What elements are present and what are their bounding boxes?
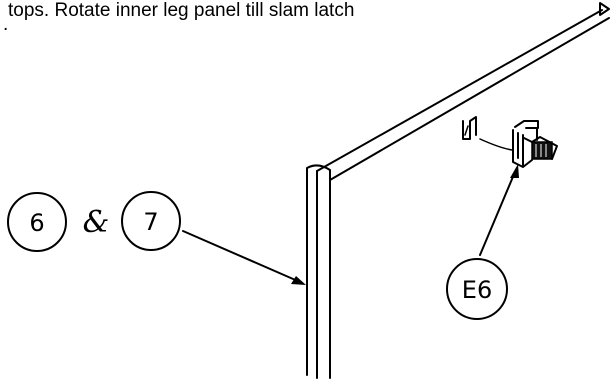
callout-part-6: 6 [7,192,67,252]
panel-corner-marker [599,2,610,16]
panel-leader-arrow [182,230,306,285]
instruction-note-line-1: tops. Rotate inner leg panel till slam l… [8,0,354,21]
callout-latch-e6-label: E6 [462,276,492,304]
callout-part-7: 7 [121,191,181,251]
inner-leg-panel [306,164,331,379]
callout-latch-e6: E6 [446,258,508,320]
callout-part-7-label: 7 [143,208,158,236]
panel-top-edge [316,9,610,181]
callout-part-6-label: 6 [29,209,44,237]
instruction-note-line-2: . [3,14,8,35]
callout-ampersand: & [83,205,110,240]
slam-latch [512,120,558,168]
latch-bracket [462,116,513,151]
latch-leader-arrow [479,164,519,256]
